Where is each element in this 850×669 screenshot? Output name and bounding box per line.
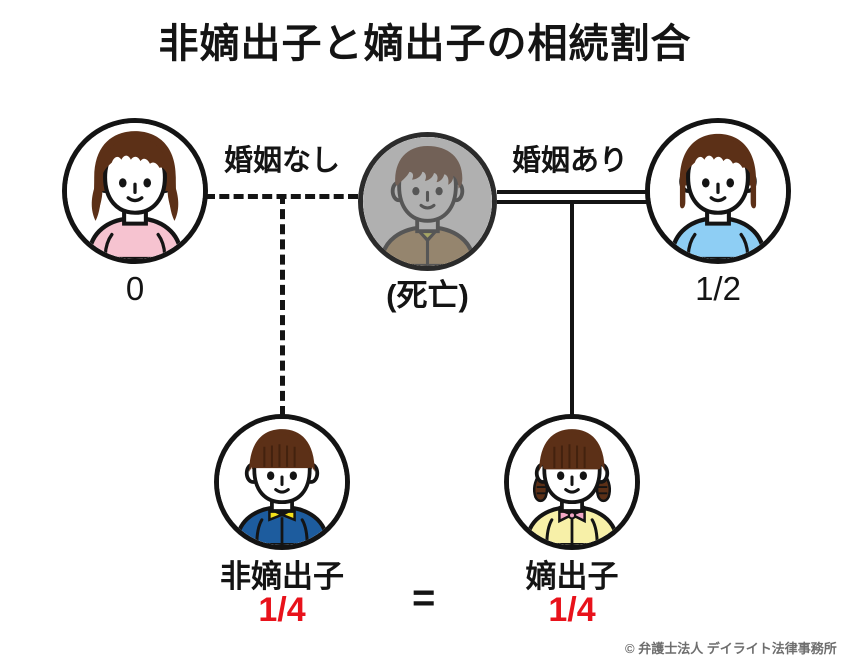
mother-unmarried-share-label: 0 — [125, 270, 145, 307]
illegitimate-child-avatar — [214, 414, 350, 550]
no-marriage-label: 婚姻なし — [223, 145, 340, 177]
marriage-connector-vertical — [570, 200, 574, 416]
deceased-father-avatar — [358, 132, 497, 271]
person-wife: 1/2 — [645, 118, 791, 307]
mother-unmarried-avatar — [62, 118, 208, 264]
legitimate-child-name-label: 嫡出子 — [525, 559, 619, 594]
woman-bob-hair-blue-avatar — [650, 123, 786, 259]
legitimate-child-avatar — [504, 414, 640, 550]
boy-bowl-cut-blue-shirt-avatar — [219, 419, 345, 545]
illegitimate-child-share-label: 1/4 — [258, 591, 306, 629]
person-deceased-father: (死亡) — [358, 132, 497, 313]
legitimate-child-share-label: 1/4 — [548, 591, 596, 629]
person-legitimate-child: 嫡出子 1/4 — [504, 414, 640, 629]
equals-operator: = — [412, 576, 436, 620]
copyright-footer: © 弁護士法人 デイライト法律事務所 — [625, 641, 837, 656]
man-deceased-grayed-avatar — [363, 137, 492, 266]
wife-avatar — [645, 118, 791, 264]
woman-wavy-hair-pink-avatar — [67, 123, 203, 259]
girl-braids-yellow-shirt-avatar — [509, 419, 635, 545]
illegitimate-child-name-label: 非嫡出子 — [220, 559, 344, 594]
person-illegitimate-child: 非嫡出子 1/4 — [214, 414, 350, 629]
deceased-father-status-label: (死亡) — [386, 278, 469, 313]
no-marriage-connector-vertical — [280, 194, 285, 416]
wife-share-label: 1/2 — [695, 270, 741, 307]
marriage-label: 婚姻あり — [511, 145, 628, 177]
person-mother-unmarried: 0 — [62, 118, 208, 307]
marriage-connector-line-top — [497, 190, 648, 194]
page-title: 非嫡出子と嫡出子の相続割合 — [158, 22, 692, 66]
